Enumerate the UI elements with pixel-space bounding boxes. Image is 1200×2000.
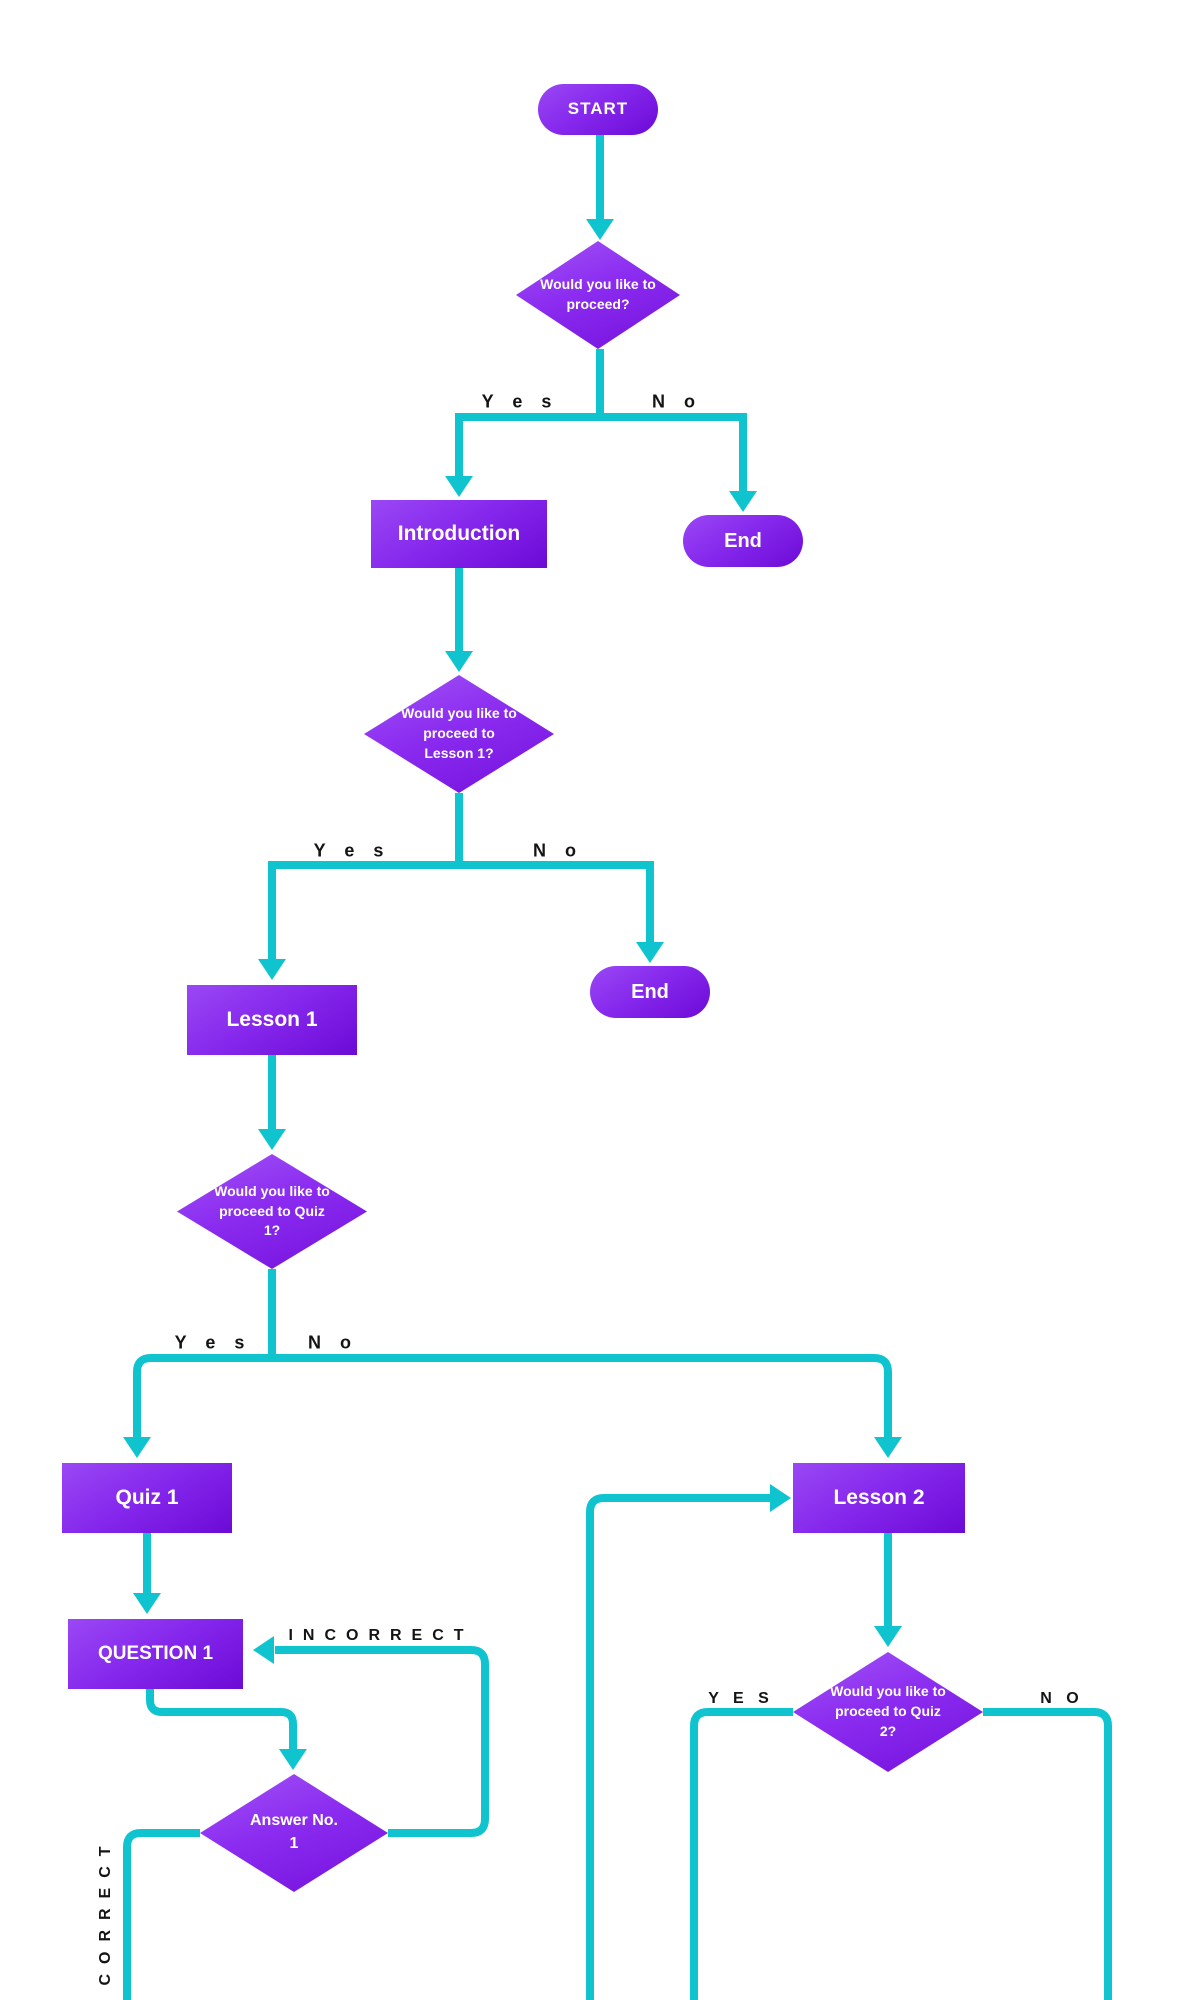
branch-label-no-4: N O [1040, 1690, 1084, 1707]
branch-label-correct: CORRECT [97, 1836, 114, 1986]
quiz1-node: Quiz 1 [62, 1463, 232, 1533]
branch-label-no-2: N o [533, 840, 583, 861]
branch-label-no-1: N o [652, 391, 702, 412]
start-node: START [538, 84, 658, 135]
question1-node: QUESTION 1 [68, 1619, 243, 1689]
branch-label-yes-1: Y e s [481, 391, 559, 412]
edge-decision4-no-path [983, 1708, 1112, 2000]
end2-node: End [590, 966, 710, 1018]
branch-label-yes-4: Y E S [708, 1690, 774, 1707]
arrowhead-into-decision3 [258, 1129, 286, 1150]
arrowhead-into-question1-top [133, 1593, 161, 1614]
edge-decision2-branch [268, 793, 654, 962]
arrowhead-incorrect-into-question1 [253, 1636, 274, 1664]
arrowhead-into-decision4 [874, 1626, 902, 1647]
arrowhead-into-decision2 [445, 651, 473, 672]
answer1-label: Answer No. 1 [249, 1812, 338, 1852]
branch-label-no-3: N o [308, 1332, 358, 1353]
edge-decision1-branch [455, 349, 747, 494]
arrowhead-into-end1 [729, 491, 757, 512]
branch-label-yes-2: Y e s [313, 840, 391, 861]
lesson2-node: Lesson 2 [793, 1463, 965, 1533]
arrowhead-into-answer1 [279, 1749, 307, 1770]
edge-question1-to-answer1 [146, 1689, 297, 1752]
edge-return-to-lesson2 [586, 1494, 773, 2000]
arrowhead-into-introduction [445, 476, 473, 497]
lesson1-node: Lesson 1 [187, 985, 357, 1055]
arrowhead-into-decision1 [586, 219, 614, 240]
arrowhead-into-lesson2-left [770, 1484, 791, 1512]
decision4-label: Would you like to proceed to Quiz 2? [830, 1683, 946, 1739]
arrowhead-into-end2 [636, 942, 664, 963]
decision2-label: Would you like to proceed to Lesson 1? [401, 705, 517, 761]
edge-answer1-incorrect-loop [275, 1646, 489, 1837]
edge-answer1-correct-path [123, 1829, 200, 2000]
arrowhead-into-lesson1 [258, 959, 286, 980]
arrowhead-into-lesson2-top [874, 1437, 902, 1458]
edge-decision3-branch [133, 1269, 892, 1440]
end1-node: End [683, 515, 803, 567]
decision1-label: Would you like to proceed? [540, 276, 656, 312]
branch-label-incorrect: INCORRECT [288, 1627, 474, 1644]
edge-decision4-yes-path [690, 1708, 793, 2000]
introduction-node: Introduction [371, 500, 547, 568]
decision3-label: Would you like to proceed to Quiz 1? [214, 1182, 330, 1239]
arrowhead-into-quiz1 [123, 1437, 151, 1458]
branch-label-yes-3: Y e s [174, 1332, 252, 1353]
